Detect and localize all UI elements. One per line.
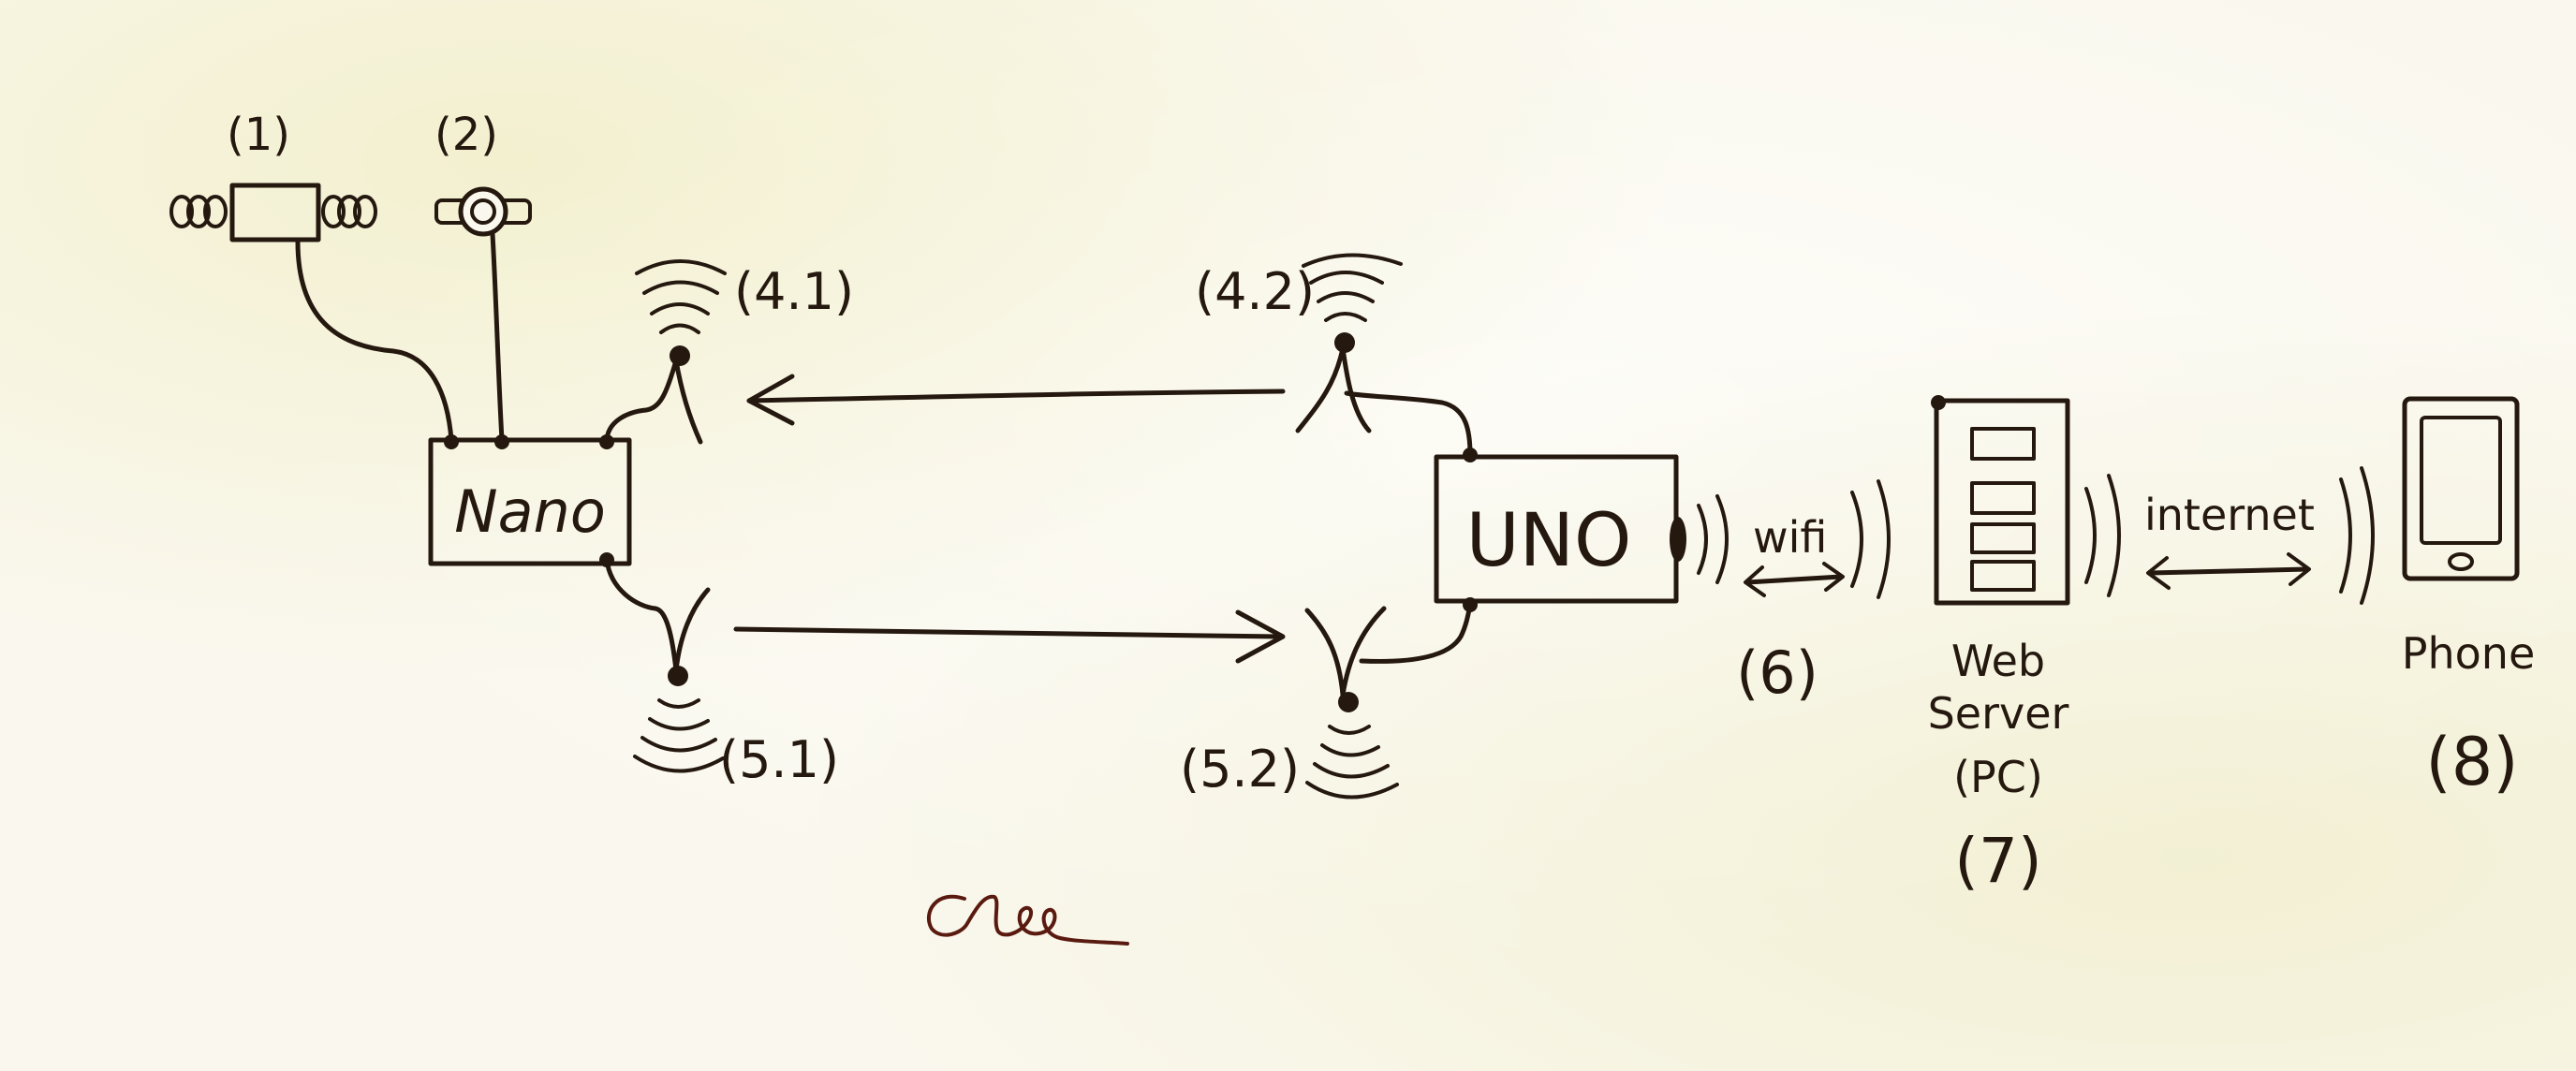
- phone-number-label: (8): [2425, 724, 2518, 800]
- receiver-5-2-label: (5.2): [1180, 740, 1300, 799]
- internet-label: internet: [2144, 490, 2315, 540]
- sensor-2-label: (2): [434, 109, 498, 161]
- transmitter-4-1-label: (4.1): [734, 262, 854, 321]
- wire-sensor2-nano: [490, 231, 505, 443]
- wire-sensor1-nano: [295, 239, 454, 443]
- transmitter-4-2-icon: [1295, 253, 1473, 458]
- sensor-1-label: (1): [227, 109, 290, 161]
- arrow-uno-to-nano: [746, 374, 1286, 426]
- transmitter-4-2-label: (4.2): [1195, 262, 1315, 321]
- web-server-label-line3: (PC): [1953, 752, 2043, 802]
- web-server-icon: [1931, 395, 2070, 606]
- sensor-1-icon: [169, 183, 377, 242]
- phone-label: Phone: [2402, 628, 2536, 679]
- arrow-nano-to-uno: [733, 609, 1286, 664]
- uno-label: UNO: [1466, 499, 1632, 583]
- transmitter-4-1-icon: [604, 259, 727, 445]
- nano-board: [428, 437, 632, 566]
- sensor-2-icon: [434, 186, 532, 237]
- wifi-waves-icon: [1697, 479, 1891, 599]
- wifi-label: wifi: [1753, 512, 1827, 563]
- web-server-label-line2: Server: [1928, 688, 2069, 739]
- receiver-5-1-icon: [604, 557, 725, 773]
- wifi-number-label: (6): [1736, 638, 1818, 707]
- phone-icon: [2402, 396, 2520, 581]
- nano-label: Nano: [454, 477, 606, 546]
- web-server-label-line1: Web: [1951, 636, 2045, 686]
- signature-scribble: [926, 894, 1129, 946]
- wifi-double-arrow: [1744, 562, 1845, 597]
- web-server-number-label: (7): [1954, 825, 2042, 897]
- internet-double-arrow: [2146, 552, 2311, 590]
- internet-waves-icon: [2084, 466, 2375, 605]
- receiver-5-2-icon: [1304, 602, 1473, 800]
- receiver-5-1-label: (5.1): [719, 730, 839, 789]
